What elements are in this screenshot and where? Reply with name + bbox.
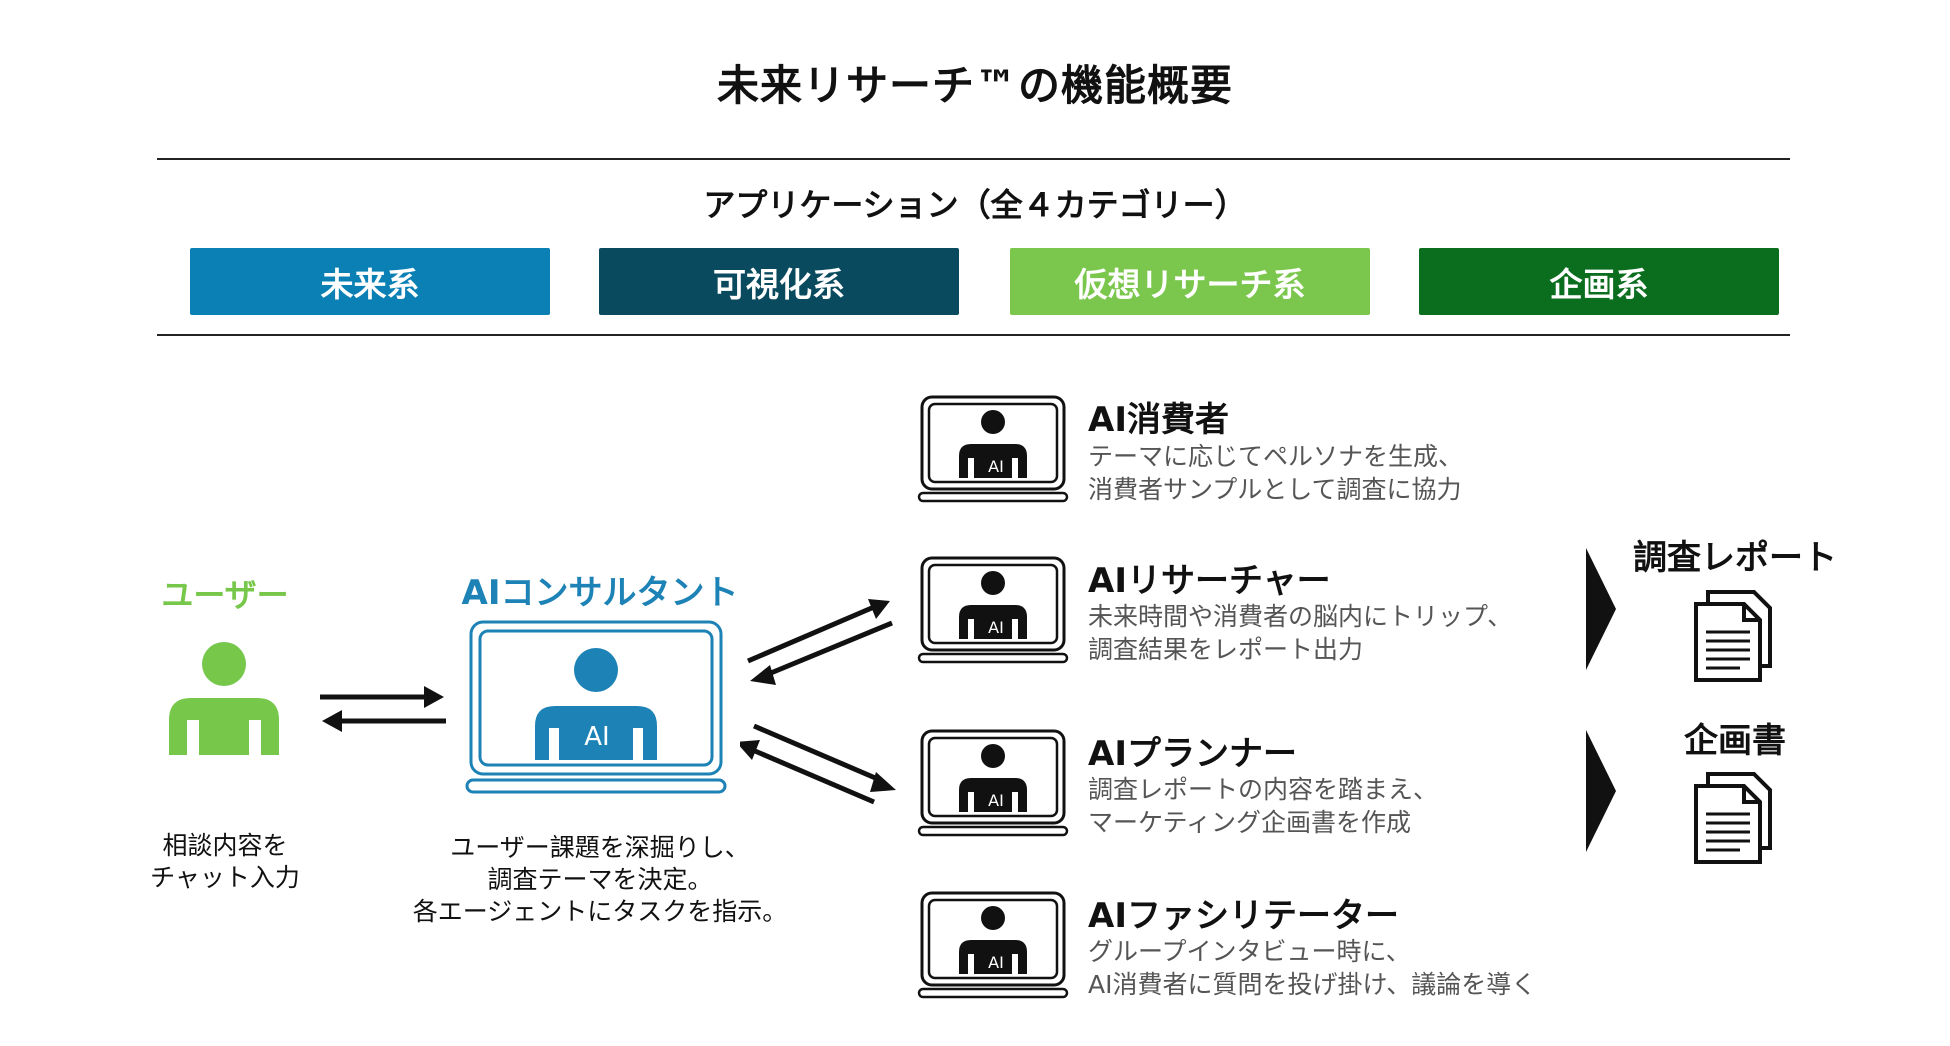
bottom-divider [157,334,1790,336]
agent-name: AIプランナー [1088,734,1297,774]
top-divider [157,158,1790,160]
agent-avatar-text: AI [988,953,1004,972]
consultant-label: AIコンサルタント [461,573,739,613]
agent-description: 未来時間や消費者の脳内にトリップ、 調査結果をレポート出力 [1088,602,1513,664]
category-label: 仮想リサーチ系 [1074,264,1306,304]
ai-consultant-laptop-icon [465,620,727,794]
consultant-avatar-text: AI [584,722,610,752]
user-icon [169,642,279,755]
agent-description: 調査レポートの内容を踏まえ、 マーケティング企画書を作成 [1088,775,1439,837]
agent-description: グループインタビュー時に、 AI消費者に質問を投げ掛け、議論を導く [1088,937,1537,999]
agent-description: テーマに応じてペルソナを生成、 消費者サンプルとして調査に協力 [1088,442,1464,504]
category-label: 未来系 [320,264,420,304]
output-arrow-icon [1586,548,1616,670]
agent-name: AIリサーチャー [1088,561,1331,601]
applications-heading: アプリケーション（全４カテゴリー） [703,186,1247,224]
exchange-arrows-upper-icon [747,599,893,685]
agent-avatar-text: AI [988,457,1004,476]
category-mirai: 未来系 [190,248,550,315]
consultant-caption: ユーザー課題を深掘りし、 調査テーマを決定。 各エージェントにタスクを指示。 [412,833,788,926]
ai-consumer-laptop-icon [917,395,1069,503]
output-arrow-icon [1586,730,1616,852]
output-label-proposal: 企画書 [1684,721,1786,761]
user-label: ユーザー [161,576,289,614]
category-kaso-research: 仮想リサーチ系 [1010,248,1370,315]
agent-avatar-text: AI [988,618,1004,637]
category-kikaku: 企画系 [1419,248,1779,315]
document-icon [1694,772,1772,864]
page-title: 未来リサーチ™の機能概要 [716,61,1233,110]
agent-name: AI消費者 [1088,400,1229,440]
exchange-arrows-icon [320,686,446,732]
ai-planner-laptop-icon [917,729,1069,837]
user-caption: 相談内容を チャット入力 [150,831,300,892]
exchange-arrows-lower-icon [740,723,896,805]
ai-researcher-laptop-icon [917,556,1069,664]
category-label: 可視化系 [713,264,845,304]
agent-name: AIファシリテーター [1088,896,1399,936]
category-label: 企画系 [1549,264,1649,304]
agent-avatar-text: AI [988,791,1004,810]
category-kashika: 可視化系 [599,248,959,315]
output-label-report: 調査レポート [1633,538,1837,578]
ai-facilitator-laptop-icon [917,891,1069,999]
document-icon [1694,590,1772,682]
